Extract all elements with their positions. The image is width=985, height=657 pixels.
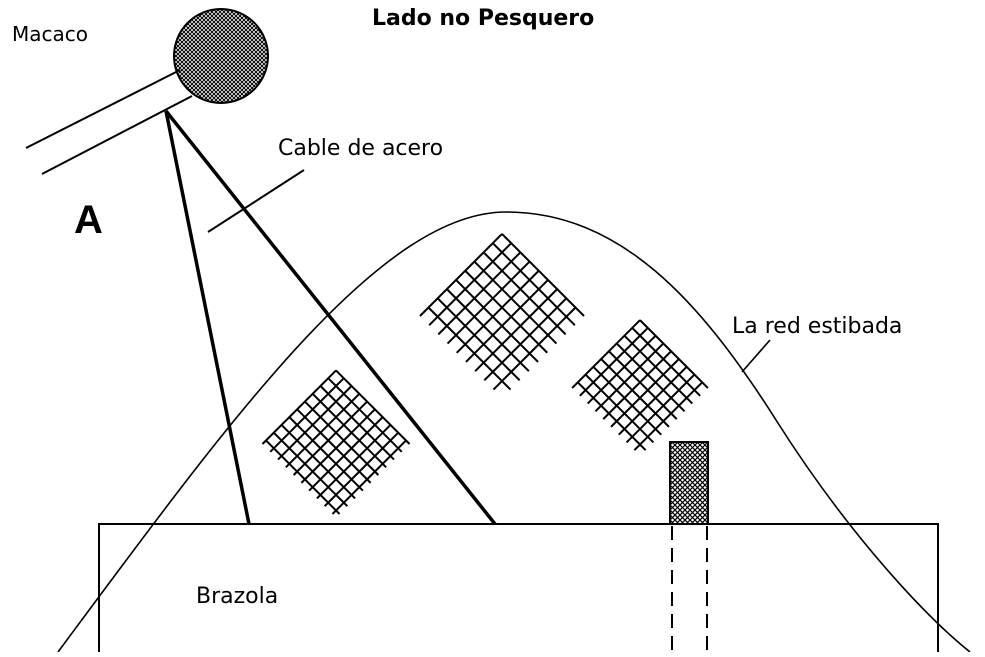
macaco-label: Macaco (12, 22, 88, 46)
steel-cable-right (164, 109, 497, 526)
stowed-net-outline (57, 211, 971, 653)
section-letter: A (74, 198, 103, 242)
post (669, 441, 709, 525)
macaco-arm-lower (41, 95, 193, 175)
macaco-arm-upper (25, 69, 181, 149)
net-label: La red estibada (732, 314, 903, 339)
net-mesh-left (261, 369, 411, 515)
macaco-ball (173, 8, 269, 104)
cable-leader-line (207, 169, 305, 233)
brazola-box (98, 523, 939, 652)
cable-label: Cable de acero (278, 136, 444, 161)
net-mesh-top (419, 233, 585, 391)
steel-cable-left (164, 110, 251, 525)
brazola-label: Brazola (196, 584, 279, 609)
net-leader-line (741, 339, 771, 373)
page-title: Lado no Pesquero (372, 6, 595, 31)
net-mesh-right (571, 319, 709, 451)
